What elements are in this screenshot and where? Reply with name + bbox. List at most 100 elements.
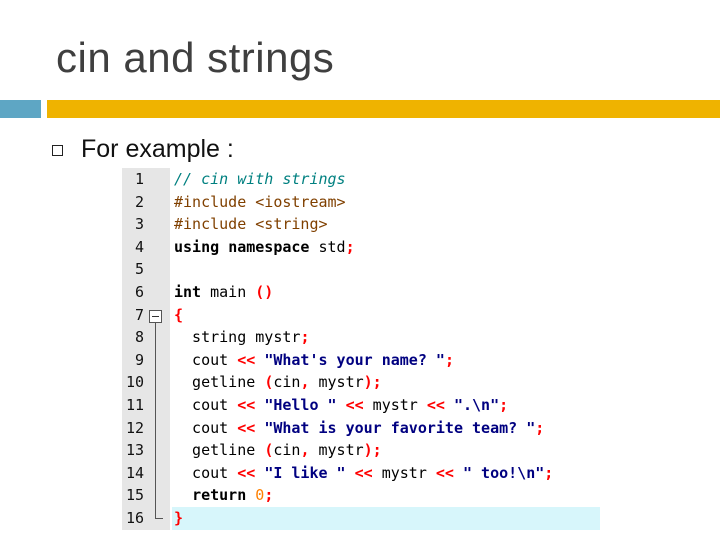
code-token: "Hello " xyxy=(264,396,337,414)
code-line: 2 #include <iostream> xyxy=(122,191,600,214)
line-number: 3 xyxy=(134,215,144,234)
code-text: } xyxy=(174,507,183,530)
code-text: cout << "What's your name? "; xyxy=(174,349,454,372)
code-text: getline (cin, mystr); xyxy=(174,439,382,462)
code-token: mystr xyxy=(372,463,436,482)
code-line: 13 getline (cin, mystr); xyxy=(122,439,600,462)
code-token: return xyxy=(192,486,247,505)
code-listing: 1 // cin with strings 2 #include <iostream>… xyxy=(122,168,600,530)
code-text: int main () xyxy=(174,281,273,304)
fold-marker[interactable] xyxy=(149,304,163,530)
line-number: 2 xyxy=(134,192,144,211)
slide-title: cin and strings xyxy=(56,34,335,81)
code-token: main xyxy=(201,283,256,301)
code-token: cout xyxy=(174,418,238,437)
code-token: ); xyxy=(363,373,382,392)
code-token xyxy=(454,464,463,482)
line-number: 4 xyxy=(134,237,144,256)
current-line-highlight xyxy=(172,507,600,530)
code-token: << xyxy=(237,350,256,369)
code-token xyxy=(219,238,228,256)
line-number: 12 xyxy=(125,418,144,437)
code-token xyxy=(246,486,255,504)
code-token: using xyxy=(174,237,220,256)
code-token: string mystr xyxy=(174,328,301,347)
fold-end-tick xyxy=(155,517,163,519)
code-text: string mystr; xyxy=(174,326,309,349)
code-line: 14 cout << "I like " << mystr << " too!\… xyxy=(122,462,600,485)
line-number: 7 xyxy=(134,305,144,324)
code-text: return 0; xyxy=(174,484,273,507)
code-token xyxy=(255,351,264,369)
collapse-icon[interactable] xyxy=(149,309,162,323)
code-token: #include <string> xyxy=(174,215,328,234)
code-token: mystr xyxy=(363,396,427,414)
code-text: #include <iostream> xyxy=(174,191,346,214)
code-line: 15 return 0; xyxy=(122,484,600,507)
line-number: 1 xyxy=(134,170,144,188)
code-line: 8 string mystr; xyxy=(122,326,600,349)
code-token: getline xyxy=(174,441,265,460)
square-bullet-icon xyxy=(52,144,63,156)
code-token: } xyxy=(174,509,184,527)
code-token: int xyxy=(174,283,202,301)
code-line: 3 #include <string> xyxy=(122,213,600,236)
code-line: 10 getline (cin, mystr); xyxy=(122,371,600,394)
code-text: { xyxy=(174,304,183,327)
code-token: << xyxy=(237,418,256,437)
code-token: ; xyxy=(544,463,554,482)
code-token: cout xyxy=(174,350,238,369)
code-token: ".\n" xyxy=(453,396,500,414)
code-token: "What's your name? " xyxy=(264,350,445,369)
code-token: ; xyxy=(535,418,545,437)
code-token: ); xyxy=(363,441,382,460)
code-text: cout << "I like " << mystr << " too!\n"; xyxy=(174,462,553,485)
code-text: cout << "What is your favorite team? "; xyxy=(174,417,544,440)
code-token: getline xyxy=(174,373,265,392)
bullet-text: For example : xyxy=(81,134,234,163)
code-token: #include <iostream> xyxy=(174,192,346,211)
code-token: mystr xyxy=(309,373,364,392)
code-token: ; xyxy=(444,350,454,369)
code-token: // cin with strings xyxy=(174,170,346,188)
code-line: 5 xyxy=(122,258,600,281)
code-token xyxy=(255,464,264,482)
code-token: , xyxy=(300,373,310,392)
code-token: std xyxy=(309,237,346,256)
code-token: "What is your favorite team? " xyxy=(264,418,536,437)
line-number: 16 xyxy=(125,509,144,527)
code-token xyxy=(255,396,264,414)
code-line: 16} xyxy=(122,507,600,530)
code-token: ( xyxy=(264,373,274,392)
code-text: #include <string> xyxy=(174,213,328,236)
code-token xyxy=(337,396,346,414)
line-number: 15 xyxy=(125,486,144,505)
line-number: 13 xyxy=(125,441,144,460)
code-token xyxy=(346,464,355,482)
code-token: << xyxy=(237,463,256,482)
code-token: ; xyxy=(499,396,509,414)
code-line: 11 cout << "Hello " << mystr << ".\n"; xyxy=(122,394,600,417)
code-token: "I like " xyxy=(264,463,346,482)
code-token: ( xyxy=(264,441,274,460)
code-text: cout << "Hello " << mystr << ".\n"; xyxy=(174,394,508,417)
code-line: 1 // cin with strings xyxy=(122,168,600,191)
line-number: 10 xyxy=(125,373,144,392)
code-token: << xyxy=(435,463,454,482)
code-token: << xyxy=(354,463,373,482)
code-token: cout xyxy=(174,396,238,414)
code-line: 12 cout << "What is your favorite team? … xyxy=(122,417,600,440)
code-token: , xyxy=(300,441,310,460)
line-number: 9 xyxy=(134,350,144,369)
code-token: 0 xyxy=(255,486,265,505)
code-token: ; xyxy=(300,328,310,347)
code-token: << xyxy=(426,396,445,414)
code-token xyxy=(445,396,454,414)
code-line: 9 cout << "What's your name? "; xyxy=(122,349,600,372)
code-token: << xyxy=(237,396,256,414)
code-token: cout xyxy=(174,463,238,482)
code-text: // cin with strings xyxy=(174,168,346,191)
fold-guide-line xyxy=(155,322,156,518)
bullet-item: For example : xyxy=(52,132,234,166)
